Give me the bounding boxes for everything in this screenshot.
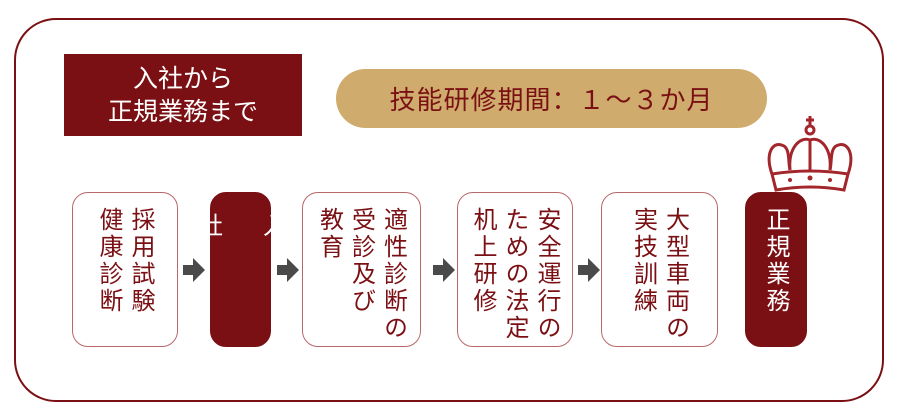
crown-icon bbox=[767, 116, 853, 192]
step-label: 入 社 bbox=[194, 213, 287, 240]
arrow-right-icon bbox=[578, 258, 600, 282]
step-joining: 入 社 bbox=[195, 192, 287, 347]
step-label: 適性診断の 受診及び 教育 bbox=[315, 207, 408, 342]
step-regular-work: 正規業務 bbox=[745, 192, 807, 347]
training-period-text: 技能研修期間：１～３か月 bbox=[389, 86, 714, 116]
arrow-right-icon bbox=[183, 258, 205, 282]
step-label: 大型車両の 実技訓練 bbox=[629, 207, 690, 342]
title-line-1: 入社から bbox=[132, 64, 233, 93]
step-label: 採用試験 健康診断 bbox=[95, 207, 155, 315]
title-box: 入社から 正規業務まで bbox=[64, 54, 302, 136]
step-label: 正規業務 bbox=[762, 207, 790, 315]
arrow-right-icon bbox=[433, 258, 455, 282]
step-label: 安全運行の ための法定 机上研修 bbox=[469, 207, 561, 342]
step-practical-training: 大型車両の 実技訓練 bbox=[601, 192, 718, 347]
step-aptitude-test: 適性診断の 受診及び 教育 bbox=[302, 192, 421, 347]
step-recruitment-exam: 採用試験 健康診断 bbox=[72, 192, 178, 347]
title-line-2: 正規業務まで bbox=[107, 97, 258, 126]
training-period-badge: 技能研修期間：１～３か月 bbox=[336, 69, 767, 128]
outer-frame bbox=[14, 18, 884, 402]
step-safety-training: 安全運行の ための法定 机上研修 bbox=[457, 192, 573, 347]
arrow-right-icon bbox=[277, 258, 299, 282]
